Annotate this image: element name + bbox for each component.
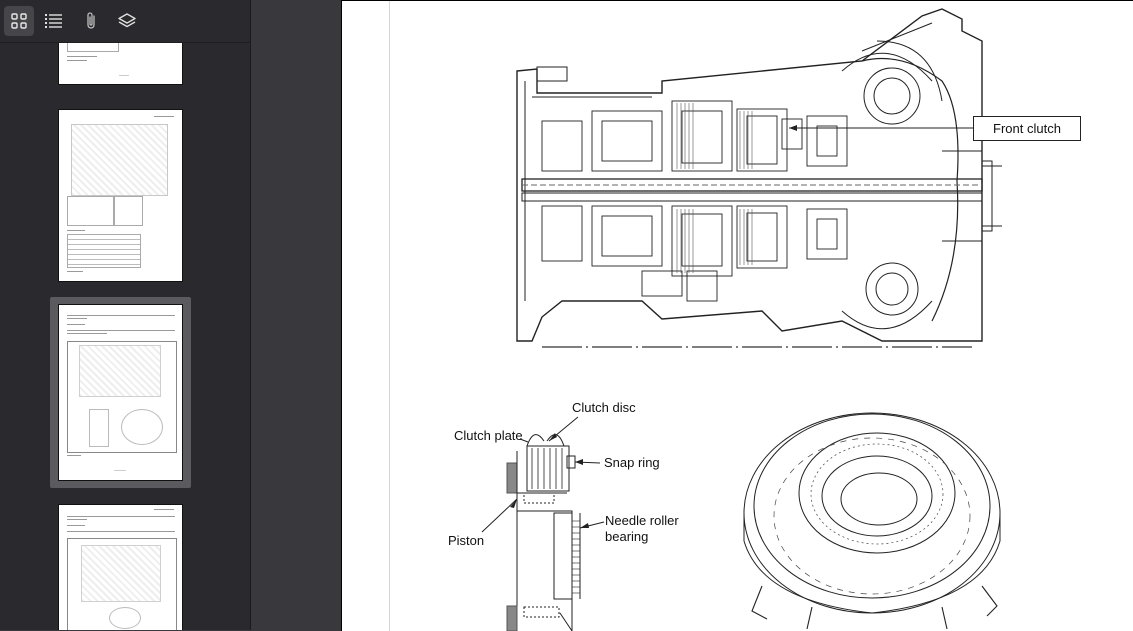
sidebar xyxy=(0,0,251,630)
thumbnails-button[interactable] xyxy=(4,6,34,36)
layers-icon xyxy=(118,13,136,28)
pdf-page: Front clutch Clutch disc Clutch plate Sn… xyxy=(341,0,1133,631)
needle-roller-label-line1: Needle roller xyxy=(605,513,679,528)
front-clutch-callout: Front clutch xyxy=(973,116,1081,141)
piston-label: Piston xyxy=(448,533,485,548)
transmission-cross-section xyxy=(481,8,1002,631)
needle-roller-label-line2: bearing xyxy=(605,529,649,544)
clutch-plate-label: Clutch plate xyxy=(454,428,523,443)
document-viewer[interactable]: Front clutch Clutch disc Clutch plate Sn… xyxy=(341,0,1133,631)
clutch-disc-label: Clutch disc xyxy=(572,400,636,415)
attachments-button[interactable] xyxy=(76,6,106,36)
layers-button[interactable] xyxy=(112,6,142,36)
viewer-gutter xyxy=(251,0,341,630)
clutch-drum-illustration xyxy=(743,412,1001,630)
page-thumbnail-5[interactable] xyxy=(59,505,182,630)
page-thumbnail-4[interactable] xyxy=(59,305,182,480)
snap-ring-label: Snap ring xyxy=(604,455,660,470)
page-margin-line xyxy=(389,1,390,631)
thumbnails-icon xyxy=(11,13,27,29)
page-thumbnail-3[interactable] xyxy=(59,110,182,281)
sidebar-toolbar xyxy=(0,0,250,43)
front-clutch-label: Front clutch xyxy=(993,121,1061,136)
outline-button[interactable] xyxy=(39,6,69,36)
clutch-assembly-section xyxy=(481,416,605,631)
list-icon xyxy=(45,14,62,28)
paperclip-icon xyxy=(87,12,95,29)
